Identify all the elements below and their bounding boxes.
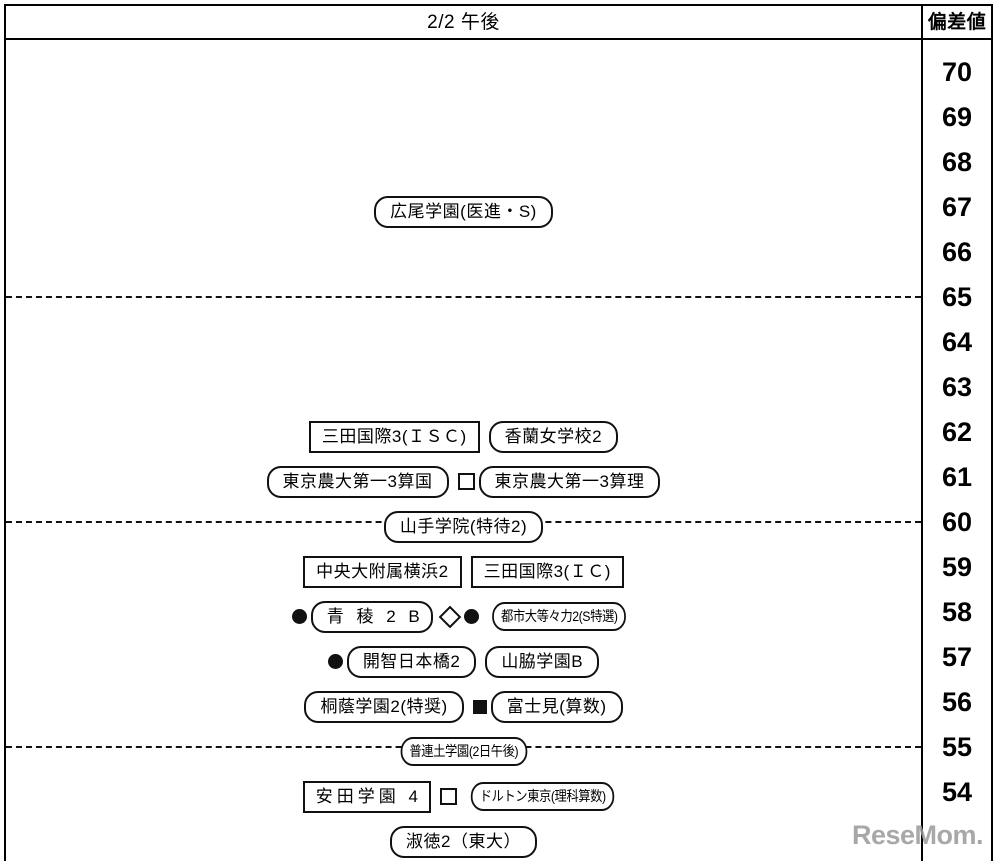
school-label[interactable]: 東京農大第一3算国 — [266, 465, 449, 498]
school-entry: 淑徳2（東大） — [390, 825, 537, 858]
score-cell: 56 — [941, 687, 973, 717]
hollow-square-icon — [457, 473, 475, 490]
score-cell: 67 — [941, 192, 973, 222]
score-cell: 66 — [941, 237, 973, 267]
school-entry: 富士見(算数) — [472, 690, 623, 723]
school-entry: 青 稜 2 B — [291, 600, 433, 633]
table-right-border — [991, 4, 993, 861]
school-row: 東京農大第一3算国東京農大第一3算理 — [6, 459, 921, 504]
school-entry: 東京農大第一3算国 — [266, 465, 449, 498]
filled-circle-icon — [463, 609, 479, 624]
school-row: 桐蔭学園2(特奨) 富士見(算数) — [6, 684, 921, 729]
school-label[interactable]: 中央大附属横浜2 — [303, 555, 462, 588]
school-label[interactable]: 三田国際3(ＩＳＣ) — [308, 420, 480, 453]
school-row: 淑徳2（東大） — [6, 819, 921, 864]
school-label[interactable]: 山手学院(特待2) — [383, 510, 544, 543]
school-row: 青 稜 2 B 都市大等々力2(S特選) — [6, 594, 921, 639]
score-cell: 70 — [941, 57, 973, 87]
school-entry: 山手学院(特待2) — [383, 510, 544, 543]
hollow-square-icon — [439, 788, 457, 805]
score-cell: 57 — [941, 642, 973, 672]
school-entry: 三田国際3(ＩＳＣ) — [308, 420, 480, 453]
school-entry: 香蘭女学校2 — [488, 420, 619, 453]
school-entry: 東京農大第一3算理 — [457, 465, 661, 498]
score-column-divider — [921, 4, 923, 861]
school-row: 安田学園 4 ドルトン東京(理科算数) — [6, 774, 921, 819]
school-row: 山手学院(特待2) — [6, 504, 921, 549]
score-cell: 64 — [941, 327, 973, 357]
score-cell: 61 — [941, 462, 973, 492]
school-entry: 山脇学園B — [485, 645, 600, 678]
score-cell: 60 — [941, 507, 973, 537]
school-entry: 普連土学園(2日午後) — [392, 737, 536, 766]
school-label[interactable]: 富士見(算数) — [490, 690, 623, 723]
filled-circle-icon — [291, 609, 307, 624]
dashed-separator — [6, 296, 921, 298]
score-cell: 65 — [941, 282, 973, 312]
school-label[interactable]: 東京農大第一3算理 — [478, 465, 661, 498]
school-row: 普連土学園(2日午後) — [6, 729, 921, 774]
school-label[interactable]: 香蘭女学校2 — [488, 420, 619, 453]
table-top-border — [4, 4, 993, 6]
filled-circle-icon — [327, 654, 343, 669]
score-cell: 62 — [941, 417, 973, 447]
table-header-border — [4, 38, 993, 40]
school-row: 広尾学園(医進・S) — [6, 189, 921, 234]
score-cell: 59 — [941, 552, 973, 582]
hollow-diamond-icon — [438, 605, 462, 628]
school-label[interactable]: 都市大等々力2(S特選) — [491, 602, 627, 631]
table-left-border — [4, 4, 6, 861]
school-label[interactable]: 三田国際3(ＩＣ) — [470, 555, 624, 588]
school-label[interactable]: 山脇学園B — [485, 645, 600, 678]
score-cell: 58 — [941, 597, 973, 627]
school-label[interactable]: 広尾学園(医進・S) — [374, 195, 553, 228]
school-label[interactable]: 安田学園 4 — [302, 780, 431, 813]
score-cell: 54 — [941, 777, 973, 807]
date-column-header: 2/2 午後 — [427, 12, 500, 33]
school-entry: 三田国際3(ＩＣ) — [470, 555, 624, 588]
school-label[interactable]: 青 稜 2 B — [310, 600, 433, 633]
school-label[interactable]: ドルトン東京(理科算数) — [470, 782, 615, 811]
school-entry: 都市大等々力2(S特選) — [438, 602, 635, 631]
school-entry: ドルトン東京(理科算数) — [439, 782, 624, 811]
score-column-header: 偏差値 — [927, 12, 987, 33]
score-cell: 55 — [941, 732, 973, 762]
school-label[interactable]: 普連土学園(2日午後) — [400, 737, 527, 766]
school-label[interactable]: 淑徳2（東大） — [390, 825, 537, 858]
score-cell: 63 — [941, 372, 973, 402]
school-entry: 中央大附属横浜2 — [303, 555, 462, 588]
school-row: 三田国際3(ＩＳＣ)香蘭女学校2 — [6, 414, 921, 459]
filled-square-icon — [472, 699, 487, 714]
school-entry: 安田学園 4 — [302, 780, 431, 813]
school-entry: 広尾学園(医進・S) — [374, 195, 553, 228]
school-entry: 開智日本橋2 — [327, 645, 477, 678]
school-label[interactable]: 桐蔭学園2(特奨) — [304, 690, 464, 723]
school-entry: 桐蔭学園2(特奨) — [304, 690, 464, 723]
score-cell: 68 — [941, 147, 973, 177]
school-label[interactable]: 開智日本橋2 — [346, 645, 477, 678]
score-cell: 69 — [941, 102, 973, 132]
